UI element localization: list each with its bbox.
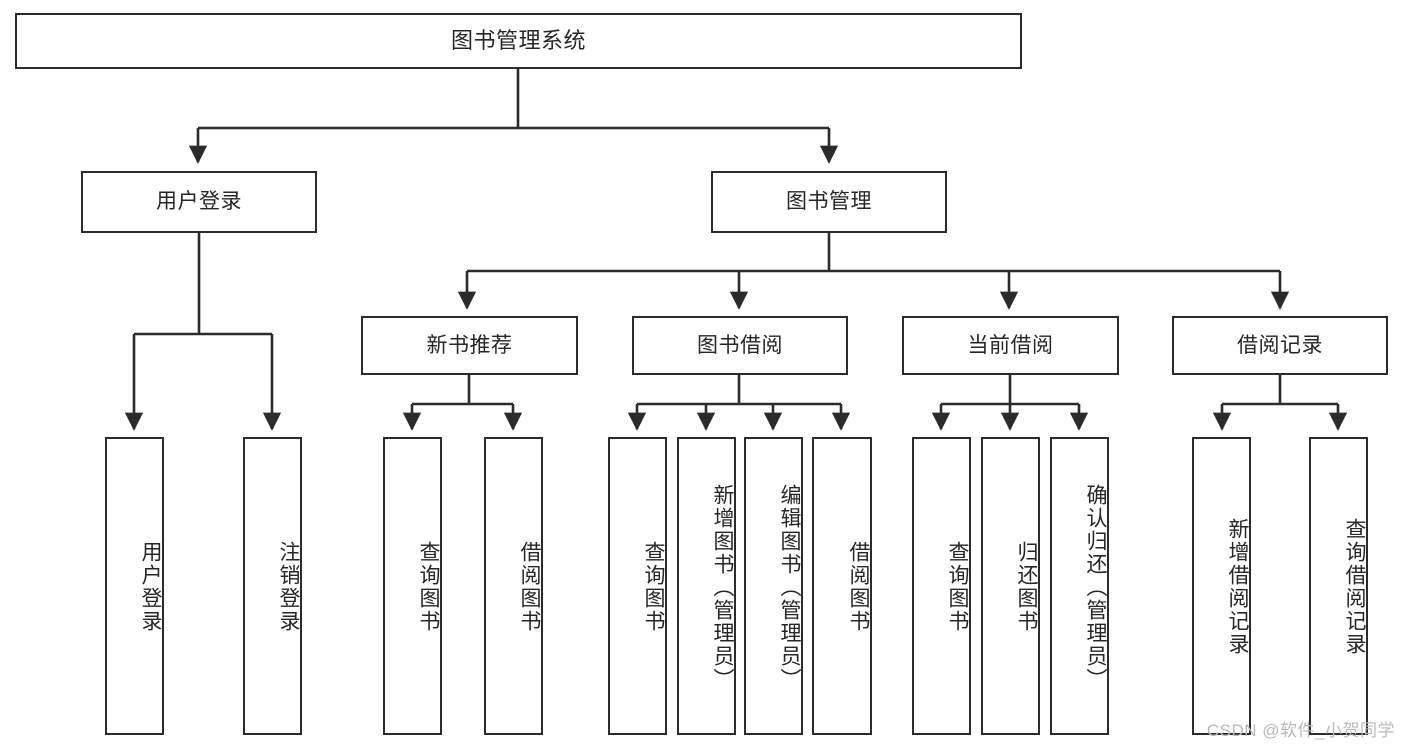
node-label: 查询图书	[946, 541, 969, 633]
node-book-borrow[interactable]: 图书借阅	[632, 316, 848, 375]
node-label: 借阅记录	[1237, 333, 1323, 357]
node-label: 图书管理系统	[450, 27, 586, 53]
node-label: 借阅图书	[847, 541, 870, 633]
node-borrow-record[interactable]: 借阅记录	[1172, 316, 1388, 375]
leaf-current-borrow-query-book[interactable]: 查询图书	[912, 437, 971, 735]
leaf-new-book-query-book[interactable]: 查询图书	[383, 437, 442, 735]
leaf-book-borrow-borrow-book[interactable]: 借阅图书	[812, 437, 872, 735]
node-label: 注销登录	[277, 541, 300, 633]
node-label: 图书借阅	[697, 333, 783, 357]
node-label: 用户登录	[156, 190, 242, 214]
leaf-book-borrow-query-book[interactable]: 查询图书	[608, 437, 667, 735]
watermark: CSDN @软件_小贺同学	[1206, 721, 1395, 740]
node-label: 新书推荐	[426, 333, 513, 357]
node-root-book-management-system[interactable]: 图书管理系统	[15, 13, 1022, 69]
node-new-book-recommend[interactable]: 新书推荐	[361, 316, 578, 375]
leaf-book-borrow-edit-book-admin[interactable]: 编辑图书（管理员）	[744, 437, 803, 735]
node-label: 用户登录	[139, 541, 162, 633]
node-label: 编辑图书（管理员）	[778, 483, 801, 691]
node-label: 确认归还（管理员）	[1084, 483, 1107, 691]
node-label: 归还图书	[1015, 541, 1038, 633]
node-label: 图书管理	[786, 190, 872, 214]
node-label: 查询借阅记录	[1343, 518, 1366, 656]
leaf-user-login-login[interactable]: 用户登录	[105, 437, 164, 735]
node-label: 新增借阅记录	[1226, 518, 1249, 656]
node-label: 当前借阅	[967, 333, 1054, 357]
leaf-new-book-borrow-book[interactable]: 借阅图书	[484, 437, 543, 735]
leaf-current-borrow-return-book[interactable]: 归还图书	[981, 437, 1040, 735]
node-label: 新增图书（管理员）	[711, 483, 734, 691]
leaf-book-borrow-add-book-admin[interactable]: 新增图书（管理员）	[677, 437, 736, 735]
node-user-login[interactable]: 用户登录	[81, 171, 317, 233]
node-label: 查询图书	[642, 541, 665, 633]
leaf-user-login-logout[interactable]: 注销登录	[243, 437, 302, 735]
node-current-borrow[interactable]: 当前借阅	[902, 316, 1119, 375]
leaf-borrow-record-query-record[interactable]: 查询借阅记录	[1309, 437, 1368, 735]
leaf-borrow-record-add-record[interactable]: 新增借阅记录	[1192, 437, 1251, 735]
leaf-current-borrow-confirm-return-admin[interactable]: 确认归还（管理员）	[1050, 437, 1109, 735]
node-label: 借阅图书	[518, 541, 541, 633]
node-label: 查询图书	[417, 541, 440, 633]
node-book-management[interactable]: 图书管理	[711, 171, 947, 233]
